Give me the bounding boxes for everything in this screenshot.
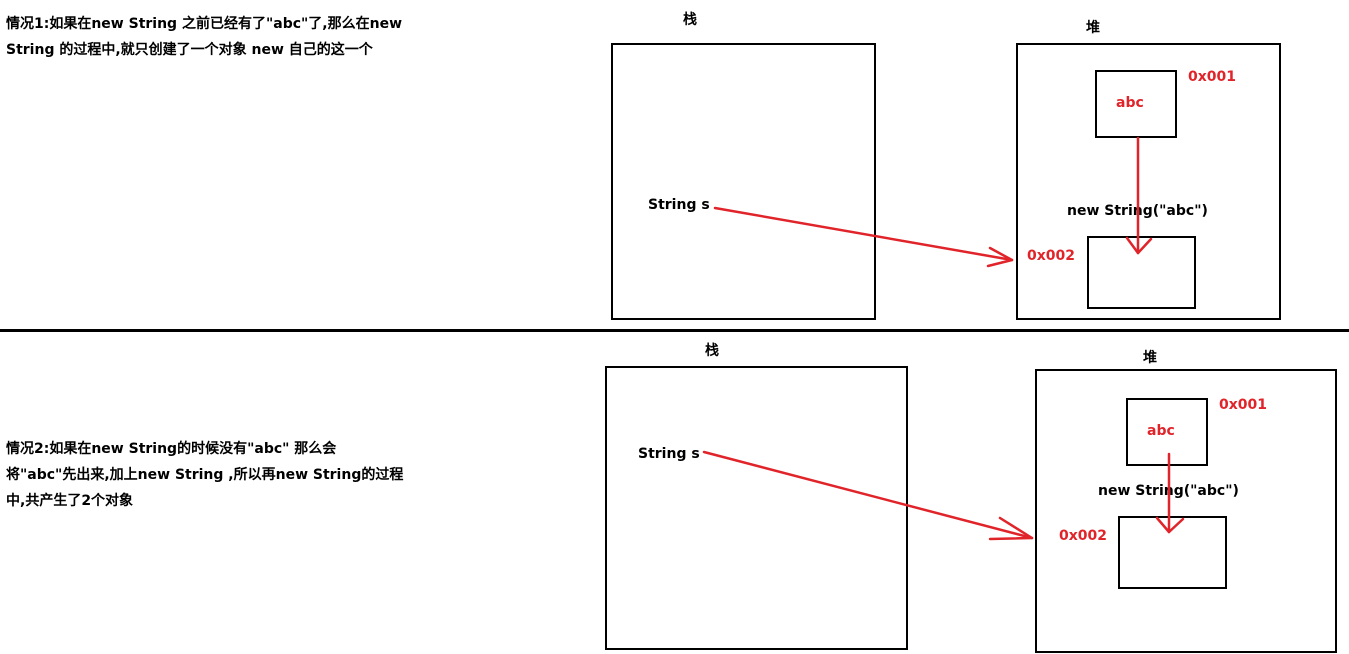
- case1-stack-variable: String s: [648, 197, 710, 213]
- case2-description-line-3: 中,共产生了2个对象: [6, 493, 134, 509]
- case1-literal-address: 0x001: [1188, 69, 1236, 85]
- case2-heap-box: [1035, 369, 1337, 653]
- case2-description-line-1: 情况2:如果在new String的时候没有"abc" 那么会: [6, 441, 337, 457]
- case2-description-line-2: 将"abc"先出来,加上new String ,所以再new String的过程: [6, 467, 404, 483]
- case1-stack-to-object-arrowhead: [986, 246, 1014, 268]
- case2-literal-address: 0x001: [1219, 397, 1267, 413]
- case1-literal-value: abc: [1116, 95, 1144, 111]
- case1-stack-title: 栈: [683, 12, 697, 28]
- case1-object-to-literal-arrowhead: [1125, 236, 1153, 255]
- case2-literal-box: [1126, 398, 1208, 466]
- case2-stack-box: [605, 366, 908, 650]
- case2-stack-variable: String s: [638, 446, 700, 462]
- case1-description-line-2: String 的过程中,就只创建了一个对象 new 自己的这一个: [6, 42, 373, 58]
- case1-stack-to-object-arrow: [713, 206, 1014, 262]
- case2-stack-title: 栈: [705, 343, 719, 359]
- case2-stack-to-object-arrow: [702, 450, 1034, 540]
- case2-new-object-address: 0x002: [1059, 528, 1107, 544]
- case2-object-to-literal-arrowhead: [1155, 516, 1185, 534]
- case1-description: 情况1:如果在new String 之前已经有了"abc"了,那么在new St…: [6, 11, 402, 63]
- case-divider: [0, 329, 1349, 332]
- case2-stack-to-object-arrowhead: [988, 516, 1034, 541]
- case1-new-object-address: 0x002: [1027, 248, 1075, 264]
- case1-stack-box: [611, 43, 876, 320]
- case2-literal-value: abc: [1147, 423, 1175, 439]
- case1-description-line-1: 情况1:如果在new String 之前已经有了"abc"了,那么在new: [6, 16, 403, 32]
- case1-heap-title: 堆: [1086, 20, 1100, 36]
- case1-heap-box: [1016, 43, 1281, 320]
- case2-heap-title: 堆: [1143, 350, 1157, 366]
- case2-description: 情况2:如果在new String的时候没有"abc" 那么会 将"abc"先出…: [6, 436, 403, 514]
- case1-new-object-box: [1087, 236, 1196, 309]
- case2-new-object-box: [1118, 516, 1227, 589]
- case1-literal-box: [1095, 70, 1177, 138]
